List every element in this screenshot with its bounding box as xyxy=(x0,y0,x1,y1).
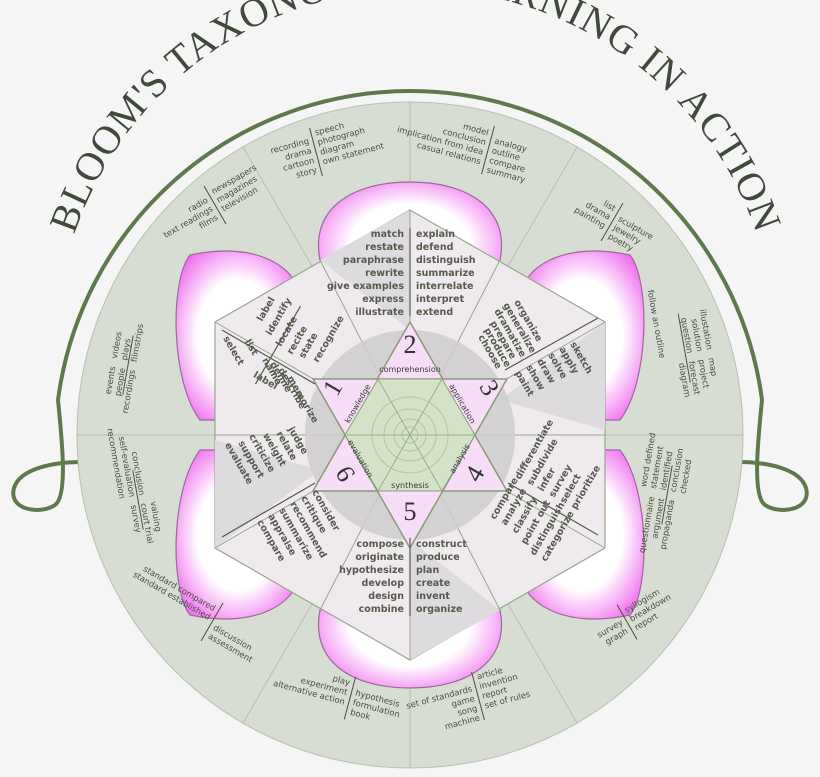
svg-text:combine: combine xyxy=(359,604,404,615)
svg-text:match: match xyxy=(371,229,404,240)
svg-text:survey: survey xyxy=(129,504,144,534)
svg-text:explain: explain xyxy=(416,229,455,240)
level-5-number: 5 xyxy=(404,497,417,526)
svg-text:paraphrase: paraphrase xyxy=(343,255,404,266)
comprehension-verbs-a: match restate paraphrase rewrite give ex… xyxy=(327,229,404,318)
comprehension-verbs-b: explain defend distinguish summarize int… xyxy=(416,229,476,318)
level-star xyxy=(311,320,509,550)
synthesis-verbs-b: construct produce plan create invent org… xyxy=(416,539,467,615)
svg-text:create: create xyxy=(416,578,450,589)
svg-text:rewrite: rewrite xyxy=(365,268,404,279)
synthesis-verbs-a: compose originate hypothesize develop de… xyxy=(339,539,404,615)
svg-text:originate: originate xyxy=(355,552,404,563)
svg-text:organize: organize xyxy=(416,604,462,615)
svg-text:design: design xyxy=(368,591,404,602)
svg-text:interpret: interpret xyxy=(416,294,465,305)
level-5-name: synthesis xyxy=(391,481,429,490)
svg-text:compose: compose xyxy=(357,539,404,550)
svg-text:summarize: summarize xyxy=(416,268,475,279)
analysis-verbs-b: compare analyze classify point out disti… xyxy=(488,476,577,564)
svg-text:give examples: give examples xyxy=(327,281,404,292)
svg-text:events: events xyxy=(103,365,118,395)
svg-text:construct: construct xyxy=(416,539,467,550)
svg-text:invent: invent xyxy=(416,591,450,602)
level-2-number: 2 xyxy=(404,330,417,359)
svg-text:illustrate: illustrate xyxy=(355,307,404,318)
svg-text:map: map xyxy=(706,357,719,377)
svg-text:plan: plan xyxy=(416,565,439,576)
level-2-name: comprehension xyxy=(379,365,441,374)
svg-text:distinguish: distinguish xyxy=(416,255,476,266)
svg-text:extend: extend xyxy=(416,307,453,318)
decorative-arc xyxy=(11,89,809,512)
svg-text:interrelate: interrelate xyxy=(416,281,473,292)
svg-text:videos: videos xyxy=(109,331,124,360)
svg-text:express: express xyxy=(362,294,404,305)
svg-text:develop: develop xyxy=(362,578,405,589)
svg-text:produce: produce xyxy=(416,552,460,563)
svg-text:play: play xyxy=(332,673,352,687)
svg-text:restate: restate xyxy=(365,242,404,253)
svg-text:plays: plays xyxy=(119,338,133,362)
svg-text:hypothesize: hypothesize xyxy=(339,565,404,576)
kite-shading xyxy=(215,210,605,660)
svg-text:people: people xyxy=(113,367,128,397)
svg-text:defend: defend xyxy=(416,242,453,253)
